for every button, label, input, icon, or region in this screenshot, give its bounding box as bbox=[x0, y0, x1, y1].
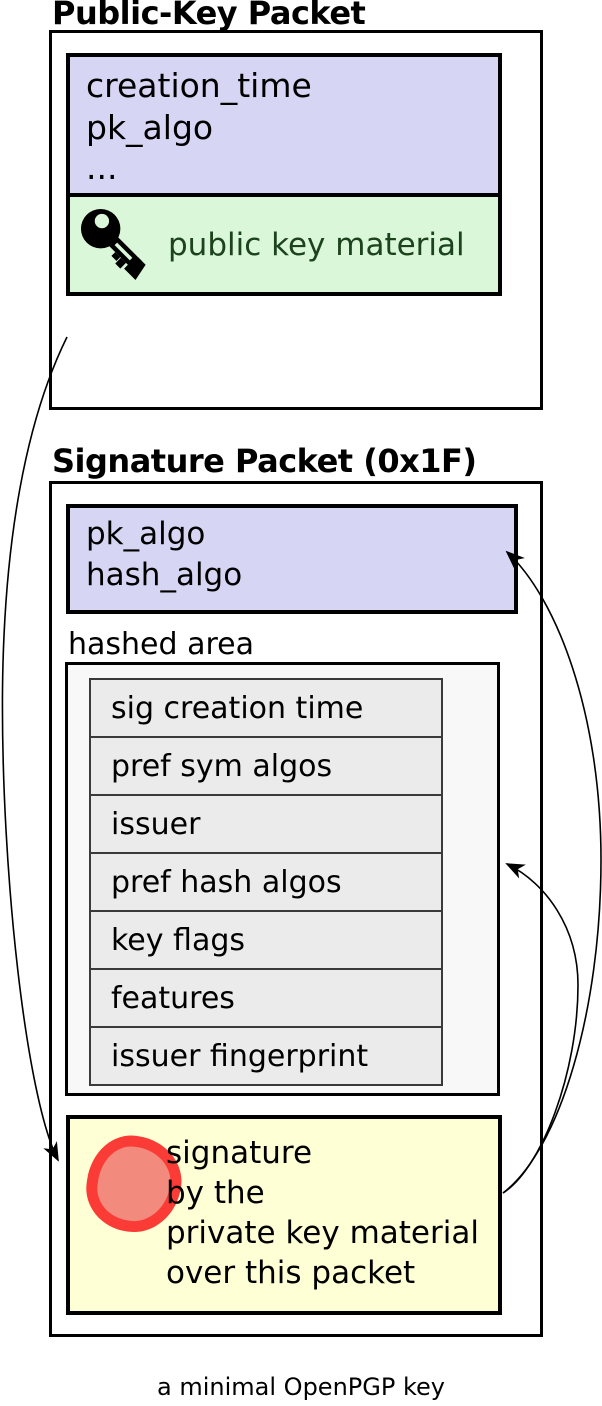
signature-line: signature bbox=[166, 1135, 313, 1171]
signature-description: signature by the private key material ov… bbox=[166, 1133, 479, 1293]
subpacket-features: features bbox=[91, 968, 441, 1026]
subpacket-pref-sym-algos: pref sym algos bbox=[91, 736, 441, 794]
header-field-pk-algo: pk_algo bbox=[86, 516, 206, 552]
public-key-material-label: public key material bbox=[168, 226, 465, 263]
header-field-pk-algo: pk_algo bbox=[86, 108, 214, 147]
signature-value-box: signature by the private key material ov… bbox=[66, 1115, 502, 1315]
signature-packet-title: Signature Packet (0x1F) bbox=[52, 442, 477, 480]
public-key-material-cell: public key material bbox=[70, 193, 498, 292]
signature-line: by the bbox=[166, 1175, 265, 1211]
signature-line: over this packet bbox=[166, 1255, 416, 1291]
hashed-subpacket-table: sig creation time pref sym algos issuer … bbox=[89, 678, 443, 1086]
subpacket-pref-hash-algos: pref hash algos bbox=[91, 852, 441, 910]
signature-header-fields: pk_algo hash_algo bbox=[66, 504, 518, 614]
hashed-area-label: hashed area bbox=[68, 627, 254, 662]
hashed-area-box: sig creation time pref sym algos issuer … bbox=[65, 662, 500, 1096]
header-field-creation-time: creation_time bbox=[86, 66, 312, 105]
signature-line: private key material bbox=[166, 1215, 479, 1251]
public-key-packet-title: Public-Key Packet bbox=[52, 0, 366, 32]
header-field-ellipsis: ... bbox=[86, 148, 118, 187]
header-field-hash-algo: hash_algo bbox=[86, 557, 243, 593]
key-icon bbox=[74, 200, 160, 290]
subpacket-issuer-fingerprint: issuer fingerprint bbox=[91, 1026, 441, 1084]
caption: a minimal OpenPGP key bbox=[157, 1373, 445, 1401]
subpacket-issuer: issuer bbox=[91, 794, 441, 852]
public-key-header-fields: creation_time pk_algo ... bbox=[70, 57, 498, 193]
public-key-packet-contents: creation_time pk_algo ... p bbox=[66, 53, 502, 296]
subpacket-sig-creation-time: sig creation time bbox=[111, 690, 364, 726]
subpacket-key-flags: key flags bbox=[91, 910, 441, 968]
